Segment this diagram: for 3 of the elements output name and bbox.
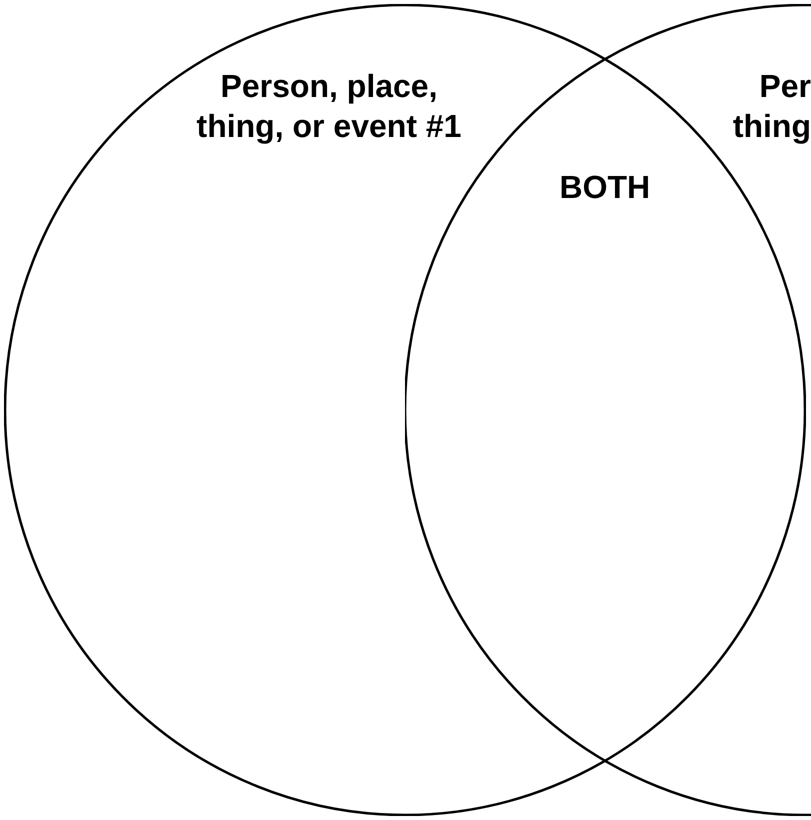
circle-label: Person, place, thing, or event #1	[196, 67, 462, 146]
circle-label: Per thing	[732, 67, 811, 146]
overlap-label: BOTH	[560, 168, 650, 207]
